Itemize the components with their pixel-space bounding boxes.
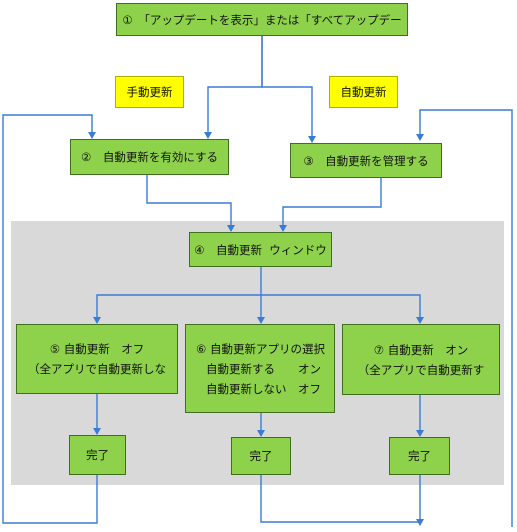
step2-box: ② 自動更新を有効にする (70, 139, 229, 175)
manual-update-text: 手動更新 (126, 85, 173, 99)
manual-update-label: 手動更新 (115, 76, 184, 108)
done-right-text: 完了 (408, 449, 431, 463)
step3-box: ③ 自動更新を管理する (290, 143, 442, 178)
auto-update-label: 自動更新 (329, 76, 398, 108)
done-mid-box: 完了 (231, 437, 291, 475)
auto-update-text: 自動更新 (340, 85, 387, 99)
step4-text: ④ 自動更新 ウィンドウ (194, 242, 327, 257)
connector-4-split (93, 267, 262, 324)
step6-box: ⑥ 自動更新アプリの選択 自動更新する オン 自動更新しない オフ (185, 324, 335, 413)
step3-text: ③ 自動更新を管理する (303, 153, 429, 168)
connector-loop-right (416, 109, 513, 527)
step5-line1: ⑤ 自動更新 オフ (49, 342, 145, 356)
step5-line2: （全アプリで自動更新しな (28, 362, 166, 376)
connector-loop-left (2, 114, 98, 524)
connector-top-to-3 (261, 35, 316, 143)
step1-box: ① 「アップデートを表示」または「すべてアップデー (116, 3, 408, 36)
done-left-box: 完了 (69, 435, 126, 475)
connector-top-to-2 (204, 35, 263, 139)
done-left-text: 完了 (86, 448, 109, 462)
step6-line3: 自動更新しない オフ (206, 381, 321, 396)
step5-box: ⑤ 自動更新 オフ （全アプリで自動更新しな (16, 324, 178, 394)
step6-line2: 自動更新する オン (206, 361, 321, 376)
connector-3-to-4 (279, 177, 382, 232)
step4-box: ④ 自動更新 ウィンドウ (189, 232, 332, 267)
step7-line2: （全アプリで自動更新す (357, 362, 485, 377)
done-right-box: 完了 (389, 437, 450, 475)
step1-text: ① 「アップデートを表示」または「すべてアップデー (122, 12, 402, 27)
step2-text: ② 自動更新を有効にする (81, 150, 218, 164)
step7-line1: ⑦ 自動更新 オン (373, 342, 469, 357)
connector-loop-mid (260, 474, 420, 523)
connector-4-to-7 (261, 294, 424, 324)
step7-box: ⑦ 自動更新 オン （全アプリで自動更新す (342, 324, 500, 395)
done-mid-text: 完了 (249, 449, 273, 463)
step6-line1: ⑥ 自動更新アプリの選択 (196, 341, 325, 356)
connector-2-to-4 (146, 174, 235, 232)
